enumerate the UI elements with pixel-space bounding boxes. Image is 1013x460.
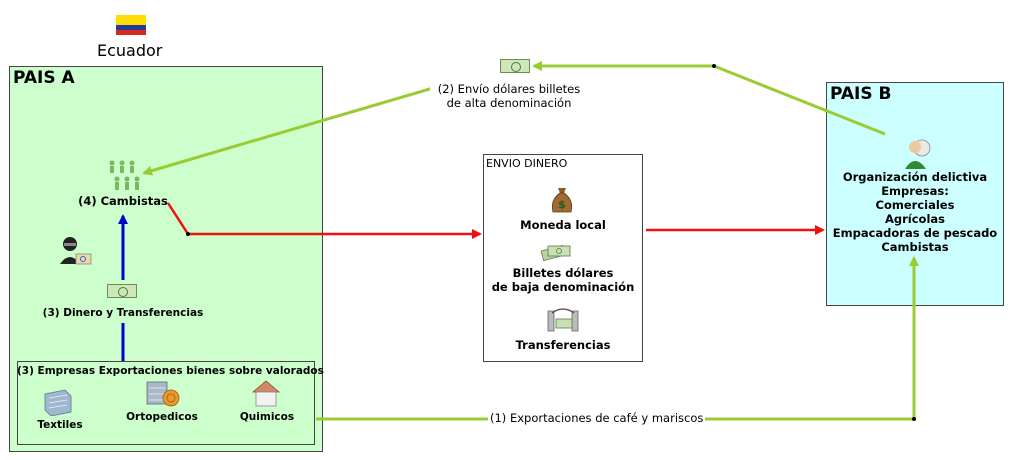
country-label: Ecuador — [97, 41, 163, 60]
textiles-building-icon — [44, 389, 72, 416]
pais-b-line: Agrícolas — [884, 212, 945, 226]
cambistas-label: (4) Cambistas — [78, 194, 168, 208]
pais-b-line: Cambistas — [881, 240, 949, 254]
bank-transfer-icon — [547, 308, 579, 332]
pais-b-line: Empacadoras de pescado — [832, 226, 998, 240]
pais-b-line: Empresas: — [881, 184, 949, 198]
green-arrow-to-cambistas — [142, 86, 434, 176]
people-group-icon — [109, 160, 140, 190]
pais-a-title: PAIS A — [13, 68, 75, 88]
envio-dolares-label: (2) Envío dólares billetes de alta denom… — [430, 82, 588, 110]
empresas-title: (3) Empresas Exportaciones bienes sobre … — [17, 365, 324, 377]
empresa-item-textiles: Textiles — [37, 419, 83, 431]
empresa-item-quimicos: Quimicos — [239, 411, 295, 423]
ortopedicos-factory-icon — [146, 381, 180, 407]
ecuador-flag-icon — [116, 15, 146, 35]
empresa-item-ortopedicos: Ortopedicos — [126, 411, 198, 423]
red-arrow-to-envio — [166, 202, 482, 239]
money-bag-icon: $ — [551, 188, 573, 213]
criminal-person-icon — [905, 139, 931, 169]
exportaciones-label: (1) Exportaciones de café y mariscos — [488, 411, 706, 425]
billetes-label: Billetes dólares de baja denominación — [491, 266, 635, 294]
pais-b-line: Organización delictiva — [842, 170, 988, 184]
svg-text:$: $ — [558, 198, 566, 211]
hacker-icon — [60, 237, 92, 265]
dollar-bill-icon — [107, 284, 137, 298]
cash-stack-icon — [540, 244, 571, 262]
quimicos-house-icon — [251, 380, 281, 407]
dollar-bills-icon — [500, 59, 530, 73]
dinero-transferencias-label: (3) Dinero y Transferencias — [35, 306, 211, 320]
pais-b-line: Comerciales — [875, 198, 955, 212]
pais-b-title: PAIS B — [830, 84, 892, 104]
envio-dinero-title: ENVIO DINERO — [486, 157, 568, 170]
pais-b-description: Organización delictiva Empresas: Comerci… — [826, 170, 1004, 254]
transferencias-label: Transferencias — [515, 338, 611, 352]
moneda-local-label: Moneda local — [520, 218, 606, 232]
